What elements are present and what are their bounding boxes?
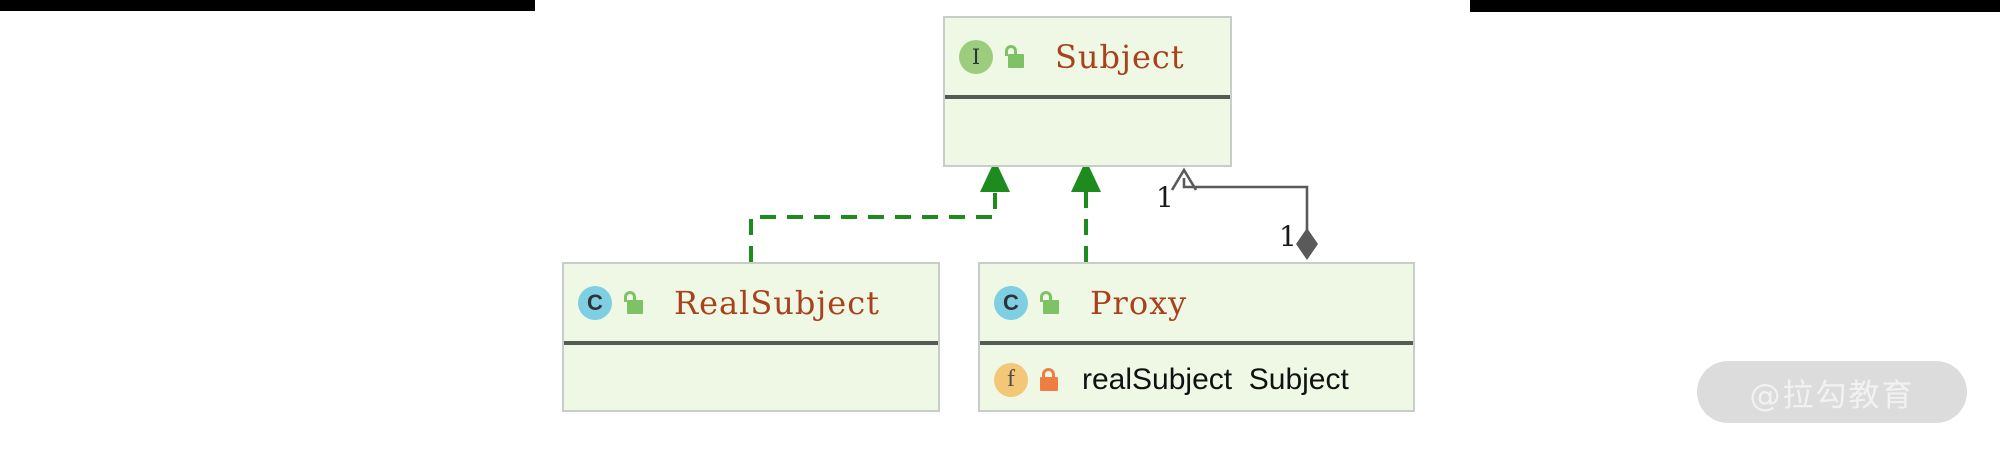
class-name-realsubject: RealSubject	[674, 283, 880, 322]
class-badge-icon: C	[578, 285, 612, 320]
class-members-subject	[945, 99, 1230, 169]
class-members-realsubject	[564, 345, 938, 414]
interface-badge-icon: I	[959, 39, 993, 74]
class-header-realsubject: C RealSubject	[564, 264, 938, 341]
field-realsubject: realSubject Subject	[1082, 362, 1349, 396]
unlock-icon	[622, 290, 644, 315]
multiplicity-label-target: 1	[1156, 181, 1174, 214]
class-header-proxy: C Proxy	[980, 264, 1413, 341]
unlock-icon	[1038, 290, 1060, 315]
watermark: @拉勾教育	[1697, 361, 1967, 423]
class-name-proxy: Proxy	[1090, 283, 1188, 322]
crop-bar-left	[0, 0, 535, 11]
class-members-proxy: f realSubject Subject	[980, 345, 1413, 414]
unlock-icon	[1003, 44, 1025, 69]
class-badge-icon: C	[994, 285, 1028, 320]
relation-realsubject-implements-subject	[749, 160, 1010, 262]
class-divider	[980, 341, 1413, 345]
lock-icon	[1038, 367, 1060, 392]
class-divider	[564, 341, 938, 345]
field-badge-icon: f	[994, 362, 1028, 397]
class-box-realsubject[interactable]: C RealSubject	[562, 262, 940, 412]
crop-bar-right	[1470, 0, 2000, 12]
class-header-subject: I Subject	[945, 18, 1230, 95]
multiplicity-label-source: 1	[1279, 220, 1297, 253]
watermark-text: @拉勾教育	[1749, 377, 1915, 414]
class-box-proxy[interactable]: C Proxy f realSubject Subject	[978, 262, 1415, 412]
relation-proxy-implements-subject	[1071, 160, 1101, 262]
class-divider	[945, 95, 1230, 99]
class-name-subject: Subject	[1055, 37, 1185, 76]
class-box-subject[interactable]: I Subject	[943, 16, 1232, 167]
